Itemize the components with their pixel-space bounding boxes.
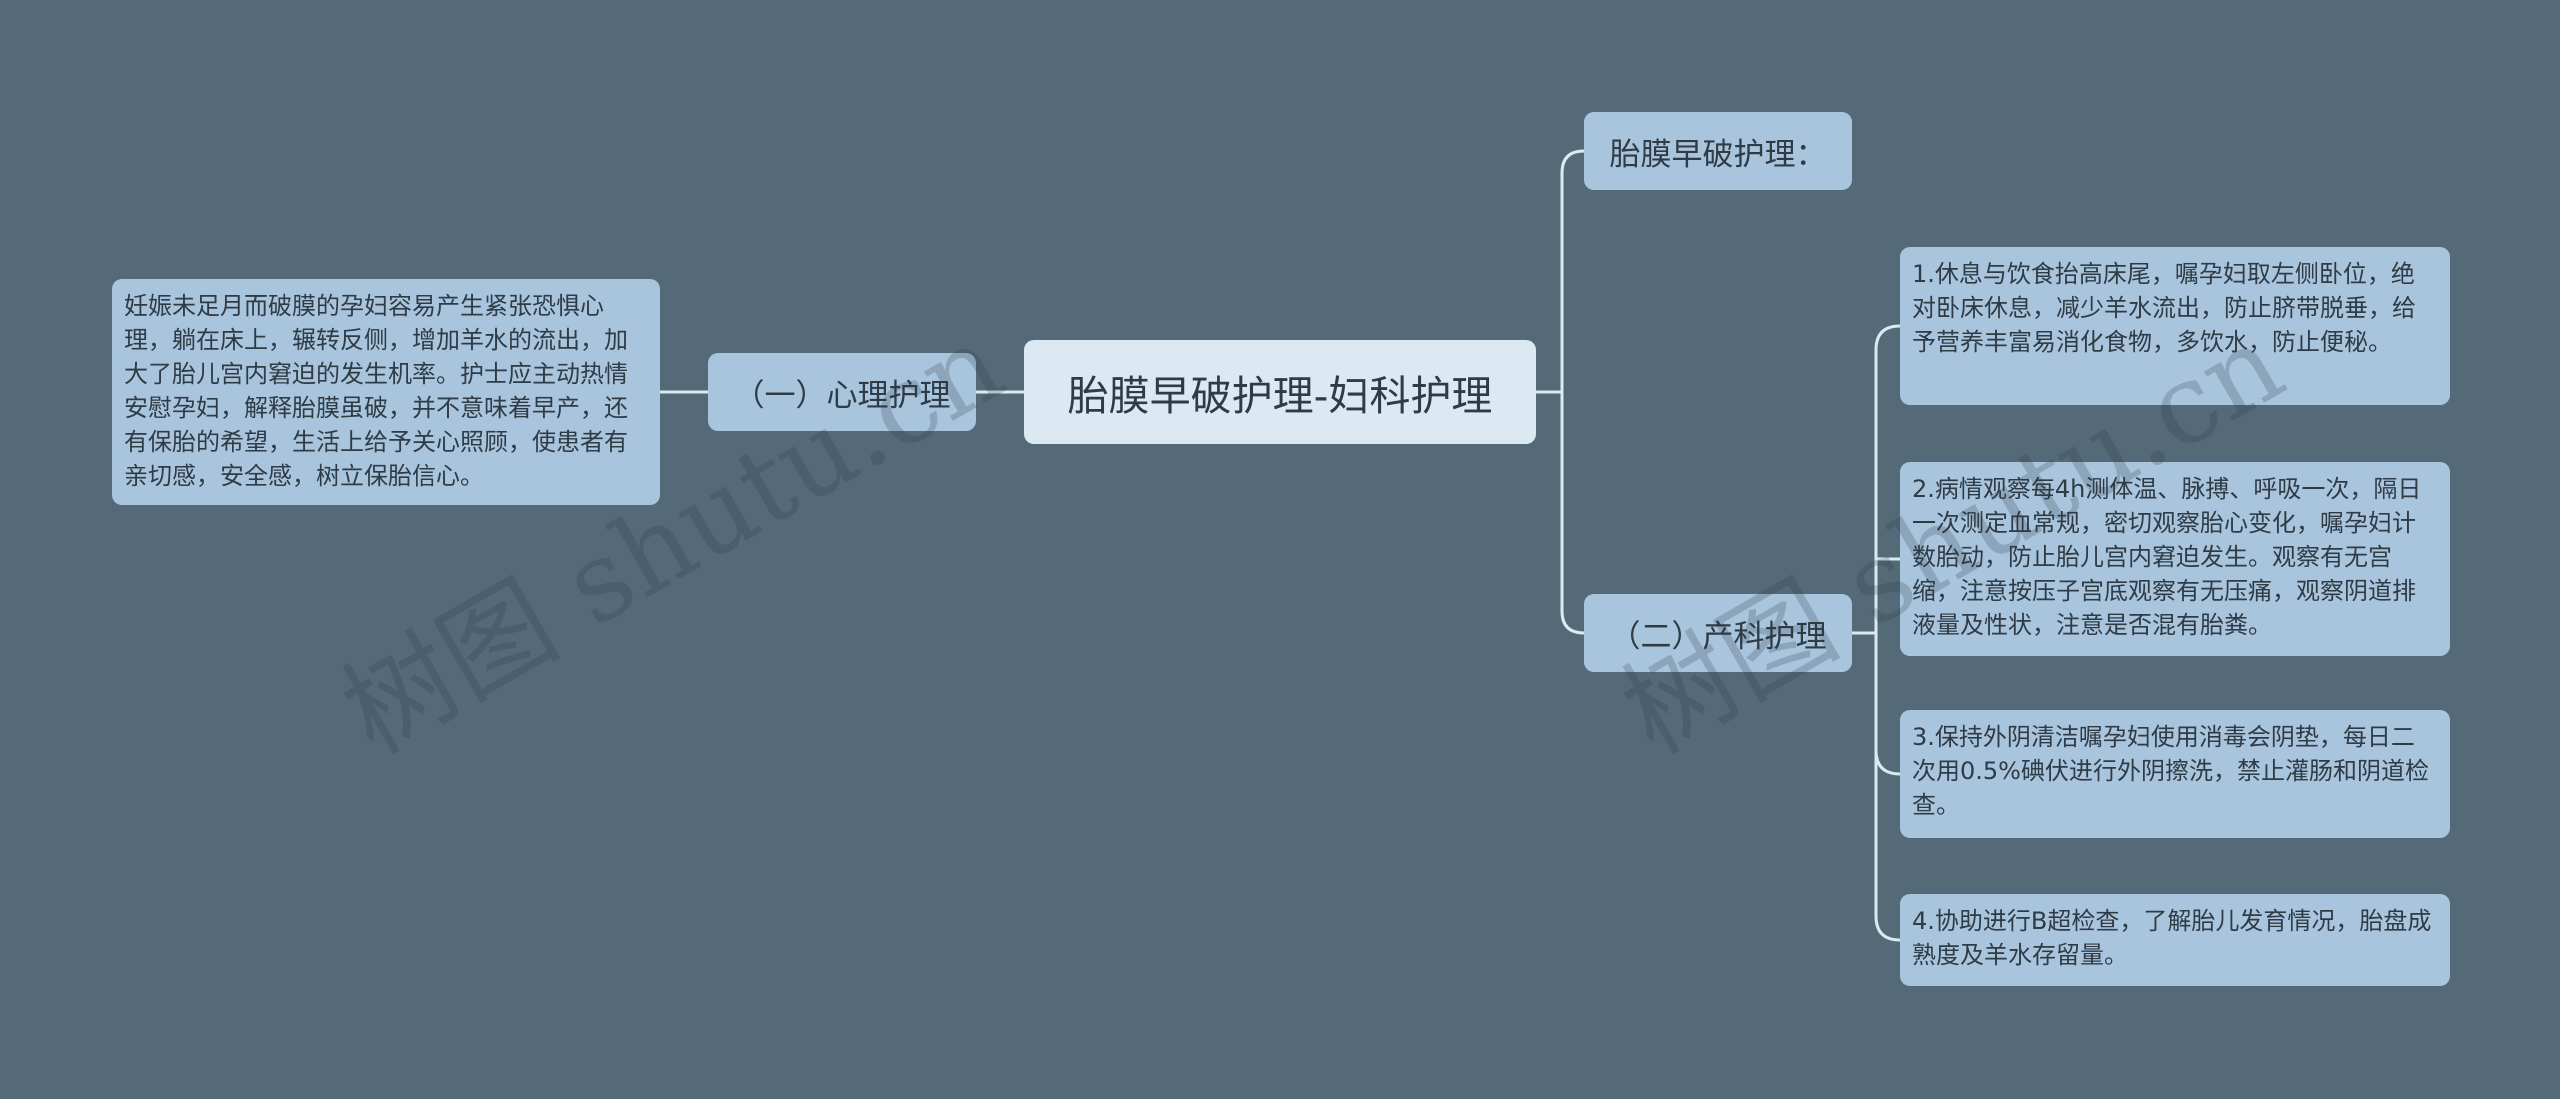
connector-care-item-4: [1874, 750, 1901, 942]
root-node[interactable]: 胎膜早破护理-妇科护理: [1024, 340, 1536, 444]
leaf-care-item-2[interactable]: 2.病情观察每4h测体温、脉搏、呼吸一次，隔日一次测定血常规，密切观察胎心变化，…: [1900, 462, 2450, 656]
leaf-care-item-3-text: 3.保持外阴清洁嘱孕妇使用消毒会阴垫，每日二次用0.5%碘伏进行外阴擦洗，禁止灌…: [1912, 723, 2429, 819]
branch-obstetric-care[interactable]: （二）产科护理: [1584, 594, 1852, 672]
branch-premature-rupture-care-label: 胎膜早破护理：: [1609, 136, 1827, 173]
leaf-care-item-1[interactable]: 1.休息与饮食抬高床尾，嘱孕妇取左侧卧位，绝对卧床休息，减少羊水流出，防止脐带脱…: [1900, 247, 2450, 405]
branch-obstetric-care-label: （二）产科护理: [1609, 618, 1827, 655]
leaf-care-item-4-text: 4.协助进行B超检查，了解胎儿发育情况，胎盘成熟度及羊水存留量。: [1912, 907, 2432, 969]
branch-psychological-care-label: （一）心理护理: [733, 377, 951, 414]
connector-care-item-1: [1874, 324, 1901, 633]
branch-premature-rupture-care[interactable]: 胎膜早破护理：: [1584, 112, 1852, 190]
connector-right-bottom: [1560, 392, 1585, 635]
leaf-psychological-care-text: 妊娠未足月而破膜的孕妇容易产生紧张恐惧心理，躺在床上，辗转反侧，增加羊水的流出，…: [124, 292, 628, 490]
leaf-care-item-4[interactable]: 4.协助进行B超检查，了解胎儿发育情况，胎盘成熟度及羊水存留量。: [1900, 894, 2450, 986]
leaf-care-item-3[interactable]: 3.保持外阴清洁嘱孕妇使用消毒会阴垫，每日二次用0.5%碘伏进行外阴擦洗，禁止灌…: [1900, 710, 2450, 838]
branch-psychological-care[interactable]: （一）心理护理: [708, 353, 976, 431]
connector-right-top: [1560, 149, 1585, 392]
leaf-psychological-care-detail[interactable]: 妊娠未足月而破膜的孕妇容易产生紧张恐惧心理，躺在床上，辗转反侧，增加羊水的流出，…: [112, 279, 660, 505]
leaf-care-item-1-text: 1.休息与饮食抬高床尾，嘱孕妇取左侧卧位，绝对卧床休息，减少羊水流出，防止脐带脱…: [1912, 260, 2416, 356]
connector-care-item-3: [1874, 633, 1901, 776]
leaf-care-item-2-text: 2.病情观察每4h测体温、脉搏、呼吸一次，隔日一次测定血常规，密切观察胎心变化，…: [1912, 475, 2422, 639]
root-node-label: 胎膜早破护理-妇科护理: [1067, 372, 1493, 420]
